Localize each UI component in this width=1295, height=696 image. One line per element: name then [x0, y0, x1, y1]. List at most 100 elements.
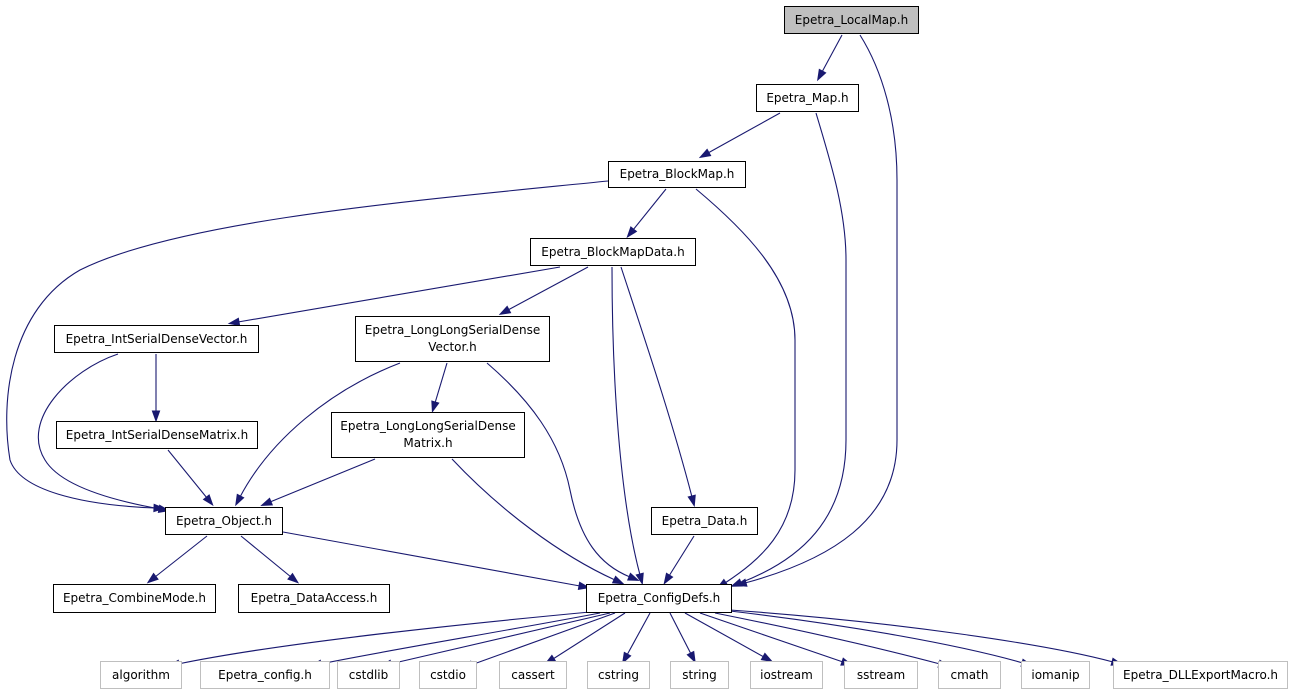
edge-arrowhead: [635, 572, 644, 586]
node-label: Epetra_Map.h: [766, 90, 849, 105]
node-label: Epetra_Data.h: [661, 513, 748, 528]
edge-int-sd-matrix-to-object: [167, 449, 214, 507]
edge-arrowhead: [760, 652, 774, 663]
edge-local-map-to-map: [817, 34, 843, 82]
edge-line: [282, 531, 581, 587]
edge-block-map-data-to-config-defs: [611, 266, 644, 586]
edge-line: [739, 112, 847, 584]
edge-local-map-to-config-defs: [734, 34, 898, 587]
edge-arrowhead: [621, 651, 632, 665]
edge-object-to-config-defs: [282, 531, 591, 590]
node-epetra-intserialdensevector-h[interactable]: Epetra_IntSerialDenseVector.h: [54, 325, 259, 353]
edge-arrowhead: [227, 317, 241, 326]
edge-line: [237, 266, 561, 323]
edge-arrowhead: [698, 148, 712, 159]
edge-line: [37, 353, 161, 510]
node-cstdio[interactable]: cstdio: [419, 661, 477, 689]
node-label: cstdio: [430, 667, 466, 682]
edge-config-defs-to-cmath: [714, 612, 951, 668]
node-epetra-intserialdensematrix-h[interactable]: Epetra_IntSerialDenseMatrix.h: [56, 421, 258, 449]
edge-line: [507, 266, 589, 311]
node-iomanip[interactable]: iomanip: [1021, 661, 1090, 689]
node-epetra-blockmapdata-h[interactable]: Epetra_BlockMapData.h: [530, 238, 696, 266]
edge-map-to-config-defs: [730, 112, 847, 587]
node-epetra-config-h[interactable]: Epetra_config.h: [200, 661, 330, 689]
edge-arrowhead: [260, 497, 274, 506]
edge-config-defs-to-string: [669, 612, 696, 664]
node-epetra-configdefs-h[interactable]: Epetra_ConfigDefs.h: [586, 584, 732, 613]
edge-config-defs-to-sstream: [699, 612, 853, 666]
edge-line: [486, 362, 631, 578]
node-label-line-2: Vector.h: [428, 340, 477, 354]
node-label: Epetra_CombineMode.h: [62, 591, 207, 605]
node-epetra-longlongserialdensematrix-h[interactable]: Epetra_LongLongSerialDense Matrix.h: [331, 412, 525, 458]
edge-arrowhead: [687, 494, 696, 508]
node-label-line-2: Matrix.h: [403, 436, 453, 450]
edge-config-defs-to-cstring: [621, 612, 651, 665]
node-label: string: [682, 667, 717, 682]
node-label: Epetra_config.h: [218, 667, 312, 682]
node-label: cassert: [511, 667, 555, 682]
edge-line: [684, 612, 765, 658]
node-iostream[interactable]: iostream: [750, 661, 823, 689]
node-epetra-map-h[interactable]: Epetra_Map.h: [756, 84, 859, 112]
node-sstream[interactable]: sstream: [844, 661, 918, 689]
node-epetra-object-h[interactable]: Epetra_Object.h: [165, 507, 283, 535]
edge-config-defs-to-iostream: [684, 612, 774, 663]
edge-arrowhead: [202, 494, 214, 507]
edge-line: [821, 34, 843, 73]
edge-config-defs-to-epetra-config: [309, 612, 601, 668]
edge-line: [729, 610, 1024, 664]
edge-arrowhead: [287, 572, 300, 584]
node-epetra-dllexportmacro-h[interactable]: Epetra_DLLExportMacro.h: [1113, 661, 1288, 689]
edge-line: [620, 266, 693, 498]
edge-line: [669, 612, 692, 655]
node-epetra-blockmap-h[interactable]: Epetra_BlockMap.h: [608, 161, 746, 188]
edge-ll-sd-matrix-to-config-defs: [451, 458, 625, 585]
edge-line: [552, 612, 626, 660]
node-cstdlib[interactable]: cstdlib: [337, 661, 400, 689]
node-label: Epetra_ConfigDefs.h: [597, 591, 721, 605]
node-epetra-localmap-h[interactable]: Epetra_LocalMap.h: [784, 6, 919, 34]
node-epetra-data-h[interactable]: Epetra_Data.h: [651, 507, 758, 535]
edge-arrowhead: [146, 572, 159, 584]
edge-ll-sd-vector-to-ll-sd-matrix: [431, 362, 448, 414]
node-label: Epetra_DataAccess.h: [250, 591, 378, 605]
edge-line: [167, 449, 208, 499]
edge-line: [626, 612, 651, 656]
edge-data-to-config-defs: [663, 535, 695, 585]
edge-ll-sd-vector-to-object: [235, 362, 401, 507]
edge-line: [729, 609, 1114, 663]
node-cmath[interactable]: cmath: [938, 661, 1001, 689]
edge-arrowhead: [611, 575, 625, 585]
edge-block-map-data-to-data: [620, 266, 696, 508]
node-label: algorithm: [112, 667, 170, 682]
edge-object-to-data-access: [240, 535, 300, 584]
node-epetra-combinemode-h[interactable]: Epetra_CombineMode.h: [53, 584, 216, 613]
node-epetra-dataaccess-h[interactable]: Epetra_DataAccess.h: [238, 584, 390, 613]
edge-object-to-combine-mode: [146, 535, 208, 584]
edge-line: [240, 535, 292, 578]
edge-map-to-block-map: [698, 112, 781, 159]
node-label-line-1: Epetra_LongLongSerialDense: [340, 419, 516, 433]
edge-config-defs-to-cstdio: [461, 612, 616, 669]
node-string[interactable]: string: [670, 661, 729, 689]
edge-block-map-to-block-map-data: [626, 188, 667, 239]
edge-arrowhead: [686, 650, 696, 664]
edge-line: [451, 458, 616, 581]
node-epetra-longlongserialdensevector-h[interactable]: Epetra_LongLongSerialDense Vector.h: [355, 316, 550, 362]
node-cstring[interactable]: cstring: [587, 661, 650, 689]
node-label: iostream: [760, 667, 813, 682]
edge-line: [744, 34, 898, 584]
edge-config-defs-to-algorithm: [167, 611, 591, 668]
edge-line: [154, 535, 208, 578]
edge-arrowhead: [817, 68, 827, 82]
edge-line: [632, 188, 667, 231]
edge-arrowhead: [498, 305, 512, 315]
edge-int-sd-vector-to-int-sd-matrix: [151, 354, 161, 423]
edge-line: [319, 612, 601, 665]
node-algorithm[interactable]: algorithm: [100, 661, 182, 689]
node-cassert[interactable]: cassert: [499, 661, 567, 689]
node-label: cmath: [950, 667, 989, 682]
